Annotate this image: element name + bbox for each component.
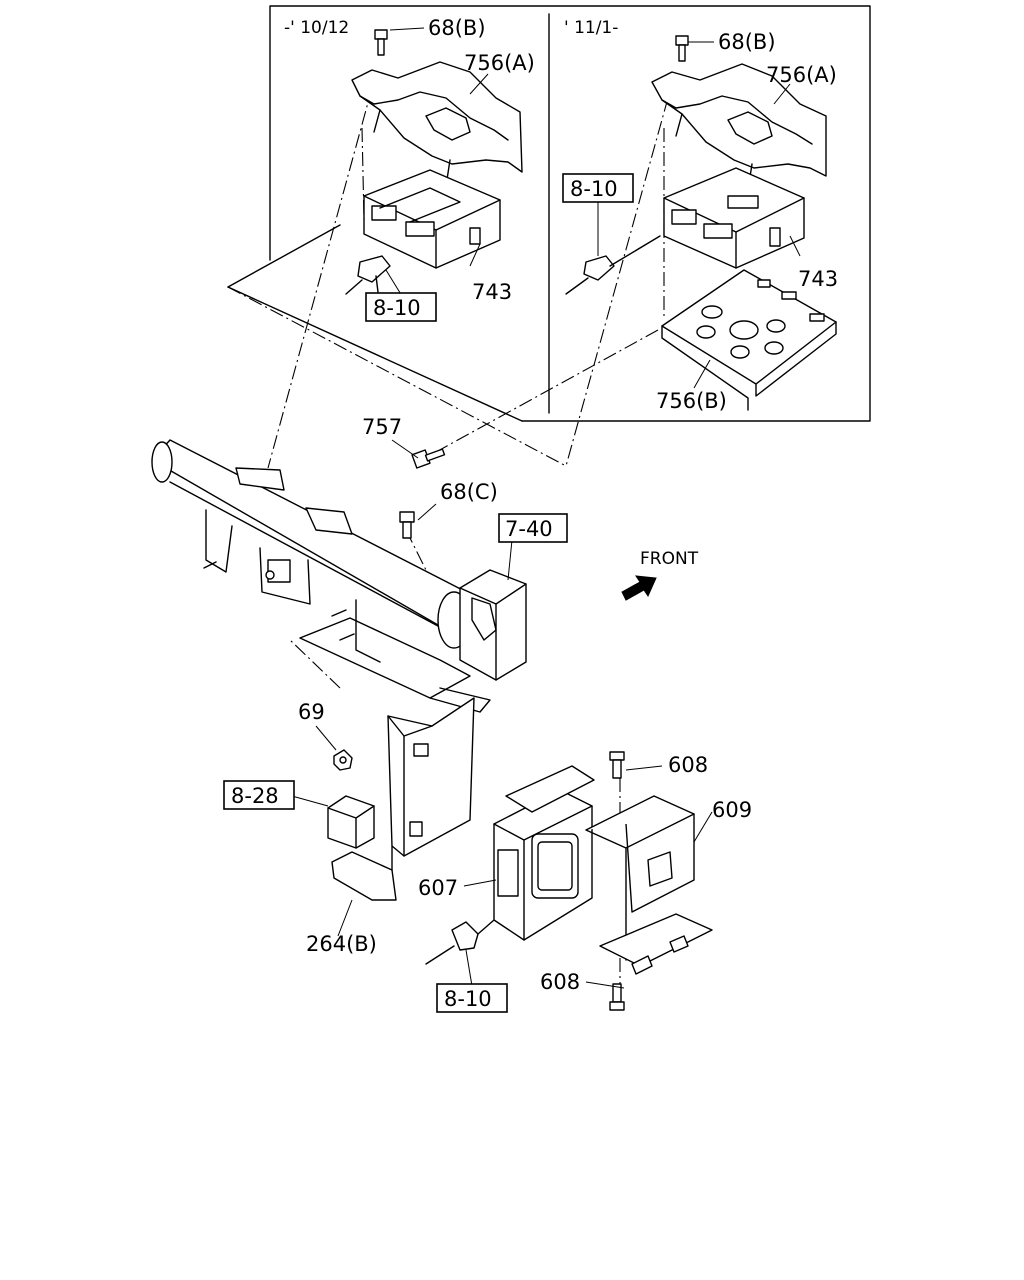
right-variant-assembly [565,35,837,411]
label-743-left: 743 [472,280,512,304]
connector-left-icon [345,255,391,295]
bracket-609-icon [585,795,713,967]
front-arrow-icon [621,575,657,601]
cross-beam-assembly [151,439,527,713]
variant-left-range: -' 10/12 [284,18,349,38]
ref-8-28[interactable]: 8-28 [231,784,279,808]
control-module-743-left-icon [363,169,501,269]
bolt-608-bottom-icon [609,983,625,1011]
label-608-top: 608 [668,753,708,777]
callout-labels: -' 10/12 ' 11/1- 68(B) 756(A) 743 8-10 6… [223,16,838,1013]
label-68b-right: 68(B) [718,30,776,54]
label-757: 757 [362,415,402,439]
connector-right-icon [565,235,661,295]
ref-box-8-28 [223,780,295,810]
label-609: 609 [712,798,752,822]
ref-box-7-40 [498,513,568,543]
label-756a-left: 756(A) [464,51,535,75]
bolt-68b-right-icon [675,35,689,62]
ref-box-8-10-left [365,292,437,322]
nut-69-icon [333,749,353,771]
label-756b-right: 756(B) [656,389,727,413]
label-756a-right: 756(A) [766,63,837,87]
bolt-757-icon [411,448,446,469]
connector-bottom-icon [425,919,495,965]
left-variant-assembly [345,29,523,295]
label-264b: 264(B) [306,932,377,956]
callout-leader-lines [291,27,801,989]
ref-box-8-10-right [562,173,634,203]
ref-8-10-left[interactable]: 8-10 [373,296,421,320]
label-608-bottom: 608 [540,970,580,994]
lower-mounting-assembly [327,697,713,1011]
label-607: 607 [418,876,458,900]
label-69: 69 [298,700,325,724]
variant-right-range: ' 11/1- [564,18,618,38]
ref-7-40[interactable]: 7-40 [505,517,553,541]
front-label: FRONT [640,549,699,569]
ref-box-8-10-bottom [436,983,508,1013]
bracket-756a-left-icon [351,61,523,187]
label-68c: 68(C) [440,480,498,504]
bolt-608-top-icon [609,751,625,779]
label-68b-left: 68(B) [428,16,486,40]
ecu-607-icon [493,765,595,941]
bracket-756a-right-icon [651,63,827,191]
label-743-right: 743 [798,267,838,291]
ref-8-10-bottom[interactable]: 8-10 [444,987,492,1011]
relay-icon [327,795,375,849]
control-module-743-right-icon [663,167,805,269]
inset-frame [227,5,871,422]
bolt-68b-left-icon [374,29,388,56]
bolt-68c-icon [399,511,415,539]
ref-8-10-right[interactable]: 8-10 [570,177,618,201]
